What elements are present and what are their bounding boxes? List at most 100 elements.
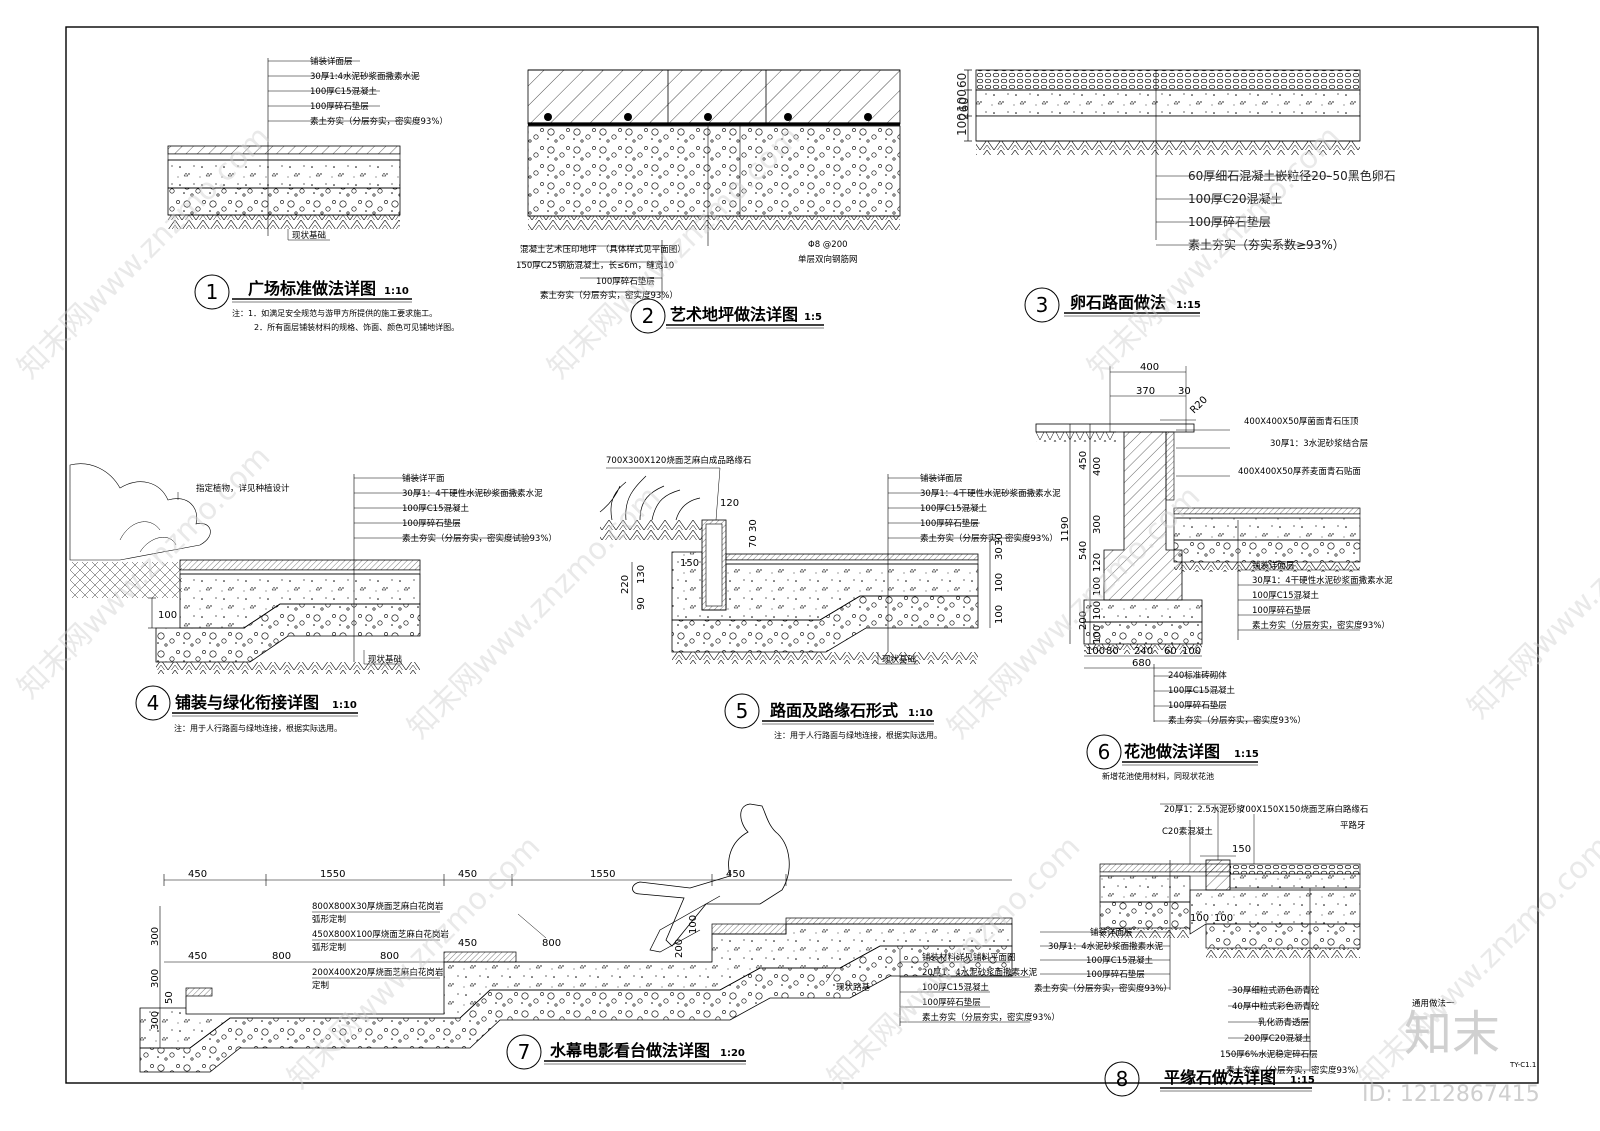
detail-2-layer-3: 100厚碎石垫层	[596, 276, 655, 287]
detail-7-layer-5: 素土夯实（分层夯实，密实度93%）	[922, 1012, 1060, 1023]
detail-5-layer-4: 100厚碎石垫层	[920, 518, 979, 529]
detail-8-title: 平缘石做法详图	[1164, 1068, 1276, 1087]
detail-8-number: 8	[1116, 1067, 1129, 1091]
detail-8-top-label-3: 平路牙	[1340, 820, 1366, 831]
detail-7-number: 7	[518, 1040, 531, 1064]
detail-1-number: 1	[206, 280, 219, 304]
detail-8-left-layer-4: 100厚碎石垫层	[1086, 969, 1145, 980]
detail-6-right-layer-3: 100厚C15混凝土	[1252, 590, 1319, 601]
detail-6-left-dim-8: 200	[1078, 611, 1089, 630]
detail-3-dim-2: 100	[955, 89, 969, 112]
detail-3-section	[964, 69, 1361, 246]
detail-7-mid-dim-5: 800	[542, 938, 561, 949]
detail-2-rebars	[544, 113, 872, 121]
detail-6-bottom-layer-1: 240标准砖砌体	[1168, 670, 1227, 681]
detail-5-dim-1: 120	[720, 498, 739, 509]
detail-8-left-layer-3: 100厚C15混凝土	[1086, 955, 1153, 966]
detail-5-title: 路面及路缘石形式	[770, 701, 898, 720]
detail-8-right-layer-1: 30厚细粒式沥色沥青砼	[1232, 985, 1320, 996]
detail-7-material-2: 450X800X100厚烧面芝麻白花岗岩	[312, 929, 449, 940]
detail-2-number: 2	[642, 304, 655, 328]
detail-2-layer-1: 混凝土艺术压印地坪 （具体样式见平面图）	[520, 244, 686, 255]
detail-8-top-label-1: 20厚1：2.5水泥砂浆	[1164, 804, 1245, 815]
detail-7-material-3: 200X400X20厚烧面芝麻白花岗岩	[312, 967, 444, 978]
detail-6-top-dim-3: 30	[1178, 386, 1191, 397]
detail-2-section	[527, 69, 901, 246]
detail-1-note-2: 2．所有面层铺装材料的规格、饰面、颜色可见铺地详图。	[254, 322, 459, 332]
detail-6-bottom-layer-3: 100厚碎石垫层	[1168, 700, 1227, 711]
detail-3-layer-2: 100厚C20混凝土	[1188, 191, 1283, 206]
detail-3-number: 3	[1036, 293, 1049, 317]
detail-7-title: 水幕电影看台做法详图	[550, 1041, 710, 1060]
detail-8-top-label-4: C20素混凝土	[1162, 826, 1213, 837]
detail-4-dim: 100	[158, 610, 177, 621]
detail-8-left-layer-1: 铺装详面层	[1090, 927, 1133, 938]
watermark-1: 知末网www.znzmo.com	[11, 119, 277, 385]
detail-4-layer-3: 100厚C15混凝土	[402, 503, 469, 514]
detail-6-scale: 1:15	[1234, 749, 1259, 760]
detail-7-layer-2: 20厚1：4水泥砂浆面撒素水泥	[922, 967, 1038, 978]
detail-5-dim-5: 220	[620, 575, 631, 594]
watermark-7: 知末网www.znzmo.com	[1461, 459, 1600, 725]
detail-2-title: 艺术地坪做法详图	[670, 305, 798, 324]
detail-2-rebar-spec: Φ8 @200	[808, 240, 848, 250]
detail-8-right-layer-2: 40厚中粒式彩色沥青砼	[1232, 1001, 1320, 1012]
watermark-3: 知末网www.znzmo.com	[1081, 119, 1347, 385]
detail-4-layer-4: 100厚碎石垫层	[402, 518, 461, 529]
detail-6-right-layer-4: 100厚碎石垫层	[1252, 605, 1311, 616]
detail-4-note: 注：用于人行路面与绿地连接，根据实际选用。	[174, 723, 342, 733]
detail-1-section	[167, 58, 420, 241]
detail-3-dim-total: 260	[957, 97, 971, 120]
detail-7-top-dim-5: 450	[726, 869, 745, 880]
detail-4-layer-1: 铺装详平面	[402, 473, 445, 484]
detail-6-note: 新增花池使用材料，同现状花池	[1102, 771, 1214, 781]
detail-7-material-1: 800X800X30厚烧面芝麻白花岗岩	[312, 901, 444, 912]
detail-2-scale: 1:5	[804, 312, 822, 323]
detail-4-layer-5: 素土夯实（分层夯实，密实度试验93%）	[402, 533, 557, 544]
detail-6-right-layer-1: 铺装详面层	[1252, 560, 1295, 571]
detail-7-left-dim-4: 50	[164, 991, 175, 1004]
detail-4-title: 铺装与绿化衔接详图	[175, 693, 319, 712]
detail-7-layer-1: 铺装材料详见铺料平面图	[922, 952, 1016, 963]
detail-6-right-layer-2: 30厚1：4干硬性水泥砂浆面撒素水泥	[1252, 575, 1393, 586]
detail-8-right-layer-6: 素土夯实（分层夯实，密实度93%）	[1226, 1065, 1364, 1076]
detail-5-dim-7: 90	[636, 597, 647, 610]
detail-6-top-dim-2: 370	[1136, 386, 1155, 397]
detail-5-layer-5: 素土夯实（分层夯实，密实度93%）	[920, 533, 1058, 544]
detail-4-ground: 现状基础	[368, 654, 402, 665]
detail-5-dim-9: 30	[994, 533, 1005, 546]
detail-6-left-dim-9: 100	[1092, 601, 1103, 620]
detail-7-mid-dim-2: 800	[272, 951, 291, 962]
detail-2-layer-2: 150厚C25钢筋混凝土，长≤6m，缝宽10	[516, 260, 674, 271]
detail-7-seat-dim-2: 100	[688, 915, 699, 934]
detail-6-left-dim-7: 100	[1092, 577, 1103, 596]
detail-5-section	[599, 467, 1040, 665]
detail-6-left-dim-2: 450	[1078, 451, 1089, 470]
detail-5-layer-2: 30厚1：4干硬性水泥砂浆面撒素水泥	[920, 488, 1061, 499]
detail-7-mid-dim-4: 450	[458, 938, 477, 949]
detail-1-title: 广场标准做法详图	[248, 279, 376, 298]
detail-5-dim-11: 100	[994, 605, 1005, 624]
detail-8-right-layer-5: 150厚6%水泥稳定碎石层	[1220, 1049, 1318, 1060]
detail-7-top-dim-4: 1550	[590, 869, 615, 880]
detail-6-bottom-layer-2: 100厚C15混凝土	[1168, 685, 1235, 696]
detail-5-dim-6: 130	[636, 565, 647, 584]
detail-7-mid-dim-1: 450	[188, 951, 207, 962]
detail-6-title: 花池做法详图	[1124, 742, 1220, 761]
detail-7-layer-3: 100厚C15混凝土	[922, 982, 989, 993]
detail-6-left-dim-3: 400	[1092, 457, 1103, 476]
detail-5-top-label: 700X300X120烧面芝麻白成品路缘石	[606, 455, 751, 466]
detail-1-layer-2: 30厚1:4水泥砂浆面撒素水泥	[310, 71, 420, 82]
detail-7-scale: 1:20	[720, 1048, 745, 1059]
detail-7-mid-dim-3: 800	[380, 951, 399, 962]
detail-7-seat-dim-1: 200	[674, 939, 685, 958]
detail-5-dim-10: 100	[994, 573, 1005, 592]
detail-6-bottom-dim-4: 60	[1164, 646, 1177, 657]
detail-6-left-dim-6: 120	[1092, 553, 1103, 572]
detail-5-dim-3: 30	[748, 519, 759, 532]
detail-7-material-2-note: 弧形定制	[312, 942, 346, 953]
detail-6-left-dim-5: 540	[1078, 541, 1089, 560]
detail-2-layer-4: 素土夯实（分层夯实，密实度93%）	[540, 290, 678, 301]
detail-1-layer-1: 铺装详面层	[310, 56, 353, 67]
